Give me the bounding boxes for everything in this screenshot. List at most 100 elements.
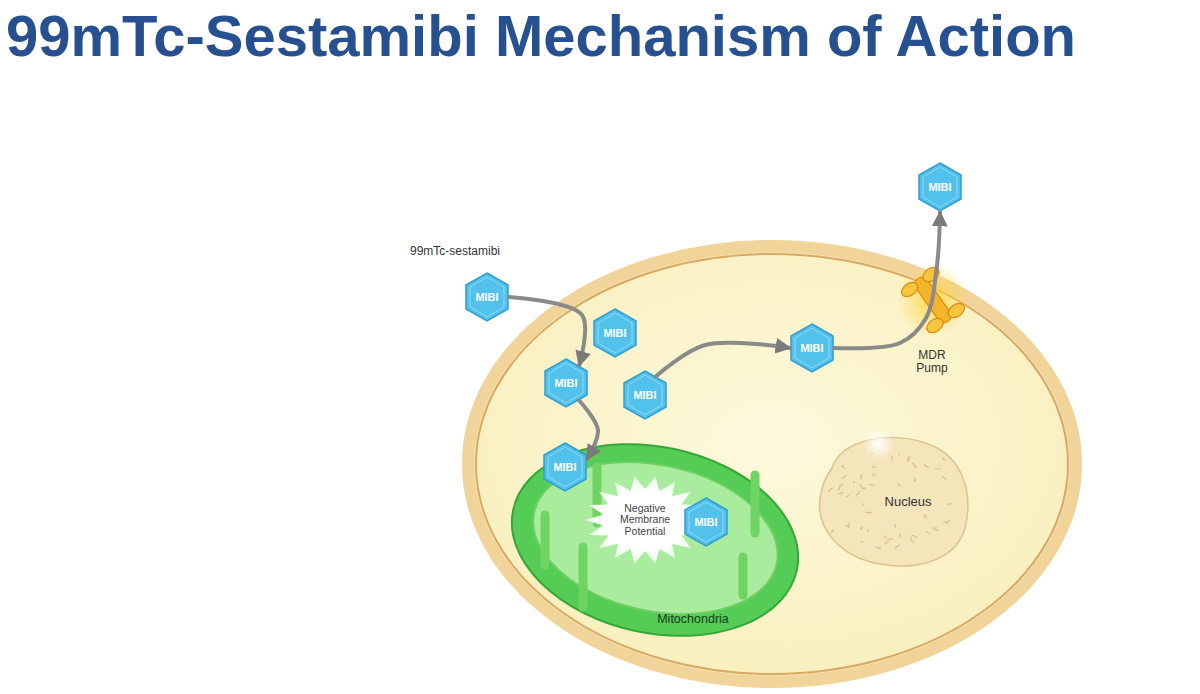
chromatin-texture	[856, 491, 859, 495]
hexagon-shape	[594, 309, 636, 357]
chromatin-texture	[895, 545, 900, 548]
chromatin-texture	[828, 488, 833, 492]
nucleus-envelope	[820, 438, 968, 566]
hexagon-shape	[919, 163, 961, 211]
chromatin-texture	[869, 484, 874, 485]
pump-lobe	[924, 315, 946, 335]
hexagon-highlight	[548, 447, 582, 487]
hexagon-shape	[685, 498, 727, 546]
cell-cytoplasm	[476, 254, 1068, 674]
node-label: Mitochondria	[657, 613, 729, 627]
hexagon-highlight	[689, 502, 723, 542]
pump-protein	[899, 264, 967, 335]
chromatin-texture	[862, 504, 863, 506]
nucleus-glow	[862, 428, 894, 460]
chromatin-texture	[923, 515, 925, 517]
hexagon-highlight	[628, 375, 662, 415]
cell-membrane	[468, 246, 1076, 682]
hexagon-shape	[466, 273, 508, 321]
mibi-text: MIBI	[554, 377, 577, 389]
hexagon-shape	[791, 324, 833, 372]
mibi-hexagon: MIBI	[543, 442, 587, 492]
chromatin-texture	[894, 524, 895, 528]
mdr-pump: MDR Pump	[890, 268, 975, 380]
mibi-hexagon: MIBI	[544, 358, 588, 408]
chromatin-texture	[911, 538, 915, 542]
chromatin-texture	[945, 521, 950, 523]
mibi-hexagon: MIBI	[465, 272, 509, 322]
hexagon-highlight	[549, 363, 583, 403]
crista	[593, 467, 602, 523]
chromatin-texture	[899, 534, 900, 538]
pump-channel	[912, 275, 953, 326]
chromatin-texture	[907, 456, 910, 460]
mitochondrion-body	[494, 419, 816, 661]
node-label: Nucleus	[885, 495, 932, 509]
hexagon-highlight	[923, 167, 957, 207]
hexagon-highlight	[598, 313, 632, 353]
hexagon-shape	[544, 443, 586, 491]
chromatin-texture	[838, 492, 844, 494]
chromatin-texture	[841, 476, 846, 479]
chromatin-texture	[885, 542, 890, 544]
chromatin-texture	[891, 456, 893, 460]
mibi-text: MIBI	[928, 181, 951, 193]
chromatin-texture	[932, 527, 938, 530]
chromatin-texture	[888, 539, 893, 541]
pump-lobe	[920, 264, 942, 284]
chromatin-texture	[908, 460, 910, 462]
chromatin-texture	[872, 467, 876, 469]
mibi-text: MIBI	[553, 461, 576, 473]
chromatin-texture	[862, 542, 863, 543]
chromatin-texture	[943, 457, 944, 461]
hexagon-highlight	[470, 277, 504, 317]
mibi-text: MIBI	[800, 342, 823, 354]
mibi-hexagon: MIBI	[623, 370, 667, 420]
chromatin-texture	[898, 484, 900, 486]
slide-title: 99mTc-Sestamibi Mechanism of Action	[6, 2, 1196, 69]
pump-lobe	[945, 300, 967, 320]
chromatin-texture	[909, 457, 911, 459]
outer-membrane	[494, 419, 816, 661]
hexagon-shape	[624, 371, 666, 419]
pump-glow	[897, 264, 969, 336]
chromatin-texture	[853, 481, 855, 482]
chromatin-texture	[899, 454, 900, 456]
chromatin-texture	[914, 477, 916, 481]
chromatin-texture	[846, 495, 849, 497]
crista	[541, 515, 550, 565]
chromatin-texture	[914, 464, 916, 468]
chromatin-texture	[935, 526, 936, 528]
crista	[579, 547, 588, 607]
chromatin-texture	[884, 536, 887, 538]
mibi-text: MIBI	[633, 389, 656, 401]
chromatin-texture	[924, 464, 929, 468]
chromatin-texture	[838, 486, 840, 490]
hexagon-shape	[545, 359, 587, 407]
chromatin-texture	[843, 465, 846, 468]
chromatin-texture	[867, 530, 869, 532]
mibi-text: MIBI	[475, 291, 498, 303]
mibi-hexagon: MIBI	[684, 497, 728, 547]
chromatin-texture	[846, 525, 849, 528]
chromatin-texture	[861, 475, 863, 479]
mitochondrion: MIBIMIBINegative Membrane PotentialMitoc…	[505, 435, 805, 650]
node-note: MDR Pump	[916, 349, 947, 375]
chromatin-texture	[872, 474, 876, 475]
chromatin-texture	[875, 547, 881, 549]
inner-membrane	[519, 441, 792, 635]
nucleus: Nucleus	[810, 428, 975, 573]
chromatin-texture	[866, 512, 872, 513]
chromatin-texture	[936, 468, 941, 470]
crista	[751, 475, 760, 533]
transport-arrow	[579, 401, 598, 460]
mibi-hexagon: MIBI	[790, 323, 834, 373]
transport-arrow	[834, 212, 940, 348]
mibi-text: MIBI	[603, 327, 626, 339]
mibi-text: MIBI	[694, 516, 717, 528]
chromatin-texture	[943, 477, 947, 480]
chromatin-texture	[861, 527, 863, 529]
chromatin-texture	[861, 484, 866, 488]
